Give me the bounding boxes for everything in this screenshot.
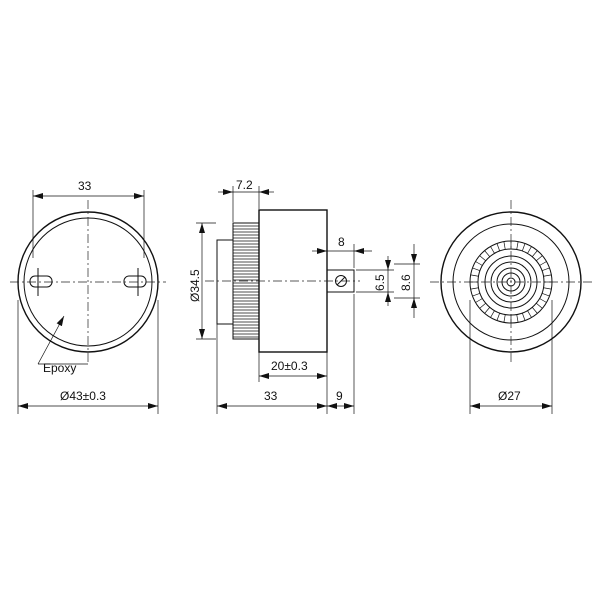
rear-rib — [531, 250, 538, 257]
rear-rib — [472, 267, 481, 272]
rear-rib — [527, 310, 532, 318]
rear-rib — [541, 267, 550, 272]
rear-rib — [541, 292, 550, 297]
side-diameter-label: Ø34.5 — [188, 269, 202, 302]
rear-rib — [516, 241, 519, 250]
rear-rib — [539, 261, 547, 266]
rear-rib — [543, 287, 552, 290]
rear-rib — [472, 292, 481, 297]
rear-diameter-label: Ø27 — [498, 389, 521, 403]
rear-rib — [536, 255, 543, 262]
rear-view: Ø27 — [430, 200, 592, 414]
rear-rib — [543, 274, 552, 277]
rear-rib — [536, 302, 543, 309]
rear-rib — [521, 243, 526, 252]
rear-rib — [470, 287, 479, 290]
rear-rib — [539, 298, 547, 303]
rear-rib — [475, 298, 483, 303]
front-width-label: 33 — [78, 179, 92, 193]
side-front-flange — [216, 239, 234, 325]
terminal-height-b-label: 8.6 — [399, 274, 413, 291]
rear-rib — [503, 314, 506, 323]
rear-rib — [484, 307, 491, 314]
terminal-height-a-label: 6.5 — [373, 274, 387, 291]
rear-rib — [479, 302, 486, 309]
rear-rib — [484, 250, 491, 257]
terminal-offset-label: 9 — [336, 389, 343, 403]
rear-rib — [527, 246, 532, 254]
front-pin-left — [29, 268, 53, 296]
front-view: Epoxy 33 Ø43±0.3 — [10, 179, 166, 414]
body-length-label: 20±0.3 — [271, 359, 308, 373]
rear-rib — [503, 241, 506, 250]
side-view: 7.2 Ø34.5 8 6.5 8.6 20±0.3 — [188, 178, 420, 414]
rear-ribs — [470, 241, 552, 323]
rear-rib — [490, 310, 495, 318]
knurl-lines — [233, 225, 259, 338]
rear-rib — [531, 307, 538, 314]
rear-rib — [496, 312, 501, 321]
rear-rib — [475, 261, 483, 266]
side-gap-label: 7.2 — [236, 178, 253, 192]
rear-rib — [521, 312, 526, 321]
rear-rib — [496, 243, 501, 252]
front-diameter-label: Ø43±0.3 — [60, 389, 106, 403]
rear-rib — [470, 274, 479, 277]
rear-rib — [516, 314, 519, 323]
terminal-length-label: 8 — [338, 235, 345, 249]
front-pin-right — [123, 268, 147, 296]
epoxy-leader — [37, 315, 65, 365]
rear-rib — [490, 246, 495, 254]
total-length-label: 33 — [264, 389, 278, 403]
epoxy-label: Epoxy — [43, 361, 76, 375]
rear-rib — [479, 255, 486, 262]
